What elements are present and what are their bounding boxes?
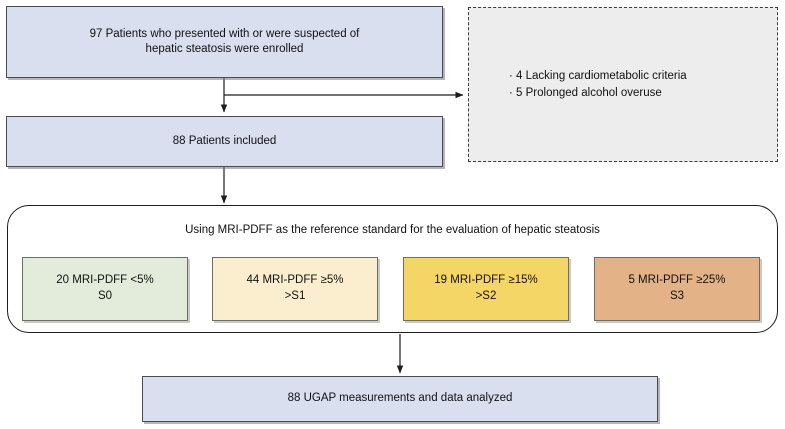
grade-s2-line2: >S2 (475, 290, 497, 302)
grade-s0-line1: 20 MRI-PDFF <5% (56, 274, 154, 287)
grade-s0-line2: S0 (97, 290, 113, 302)
grade-box-s3[interactable]: 5 MRI-PDFF ≥25% S3 (594, 257, 760, 321)
reference-standard-title: Using MRI-PDFF as the reference standard… (185, 224, 600, 236)
node-included-label: 88 Patients included (172, 134, 277, 147)
node-enrolled-line2: hepatic steatosis were enrolled (145, 43, 304, 55)
node-enrolled[interactable]: 97 Patients who presented with or were s… (6, 6, 443, 78)
node-analyzed-label: 88 UGAP measurements and data analyzed (287, 392, 513, 405)
excluded-item-0: · 4 Lacking cardiometabolic criteria (509, 70, 687, 83)
node-excluded[interactable]: · 4 Lacking cardiometabolic criteria · 5… (468, 7, 778, 162)
node-included[interactable]: 88 Patients included (6, 116, 443, 167)
node-enrolled-line1: 97 Patients who presented with or were s… (89, 27, 360, 40)
grade-s1-line1: 44 MRI-PDFF ≥5% (246, 274, 344, 287)
grade-box-s0[interactable]: 20 MRI-PDFF <5% S0 (22, 257, 188, 321)
excluded-item-1: · 5 Prolonged alcohol overuse (509, 86, 662, 99)
grade-box-s1[interactable]: 44 MRI-PDFF ≥5% >S1 (212, 257, 378, 321)
grade-s2-line1: 19 MRI-PDFF ≥15% (434, 274, 538, 287)
grade-s1-line2: >S1 (284, 290, 306, 302)
grade-s3-line1: 5 MRI-PDFF ≥25% (628, 274, 726, 287)
node-analyzed[interactable]: 88 UGAP measurements and data analyzed (142, 376, 658, 422)
grade-box-s2[interactable]: 19 MRI-PDFF ≥15% >S2 (403, 257, 569, 321)
grade-s3-line2: S3 (669, 290, 685, 302)
